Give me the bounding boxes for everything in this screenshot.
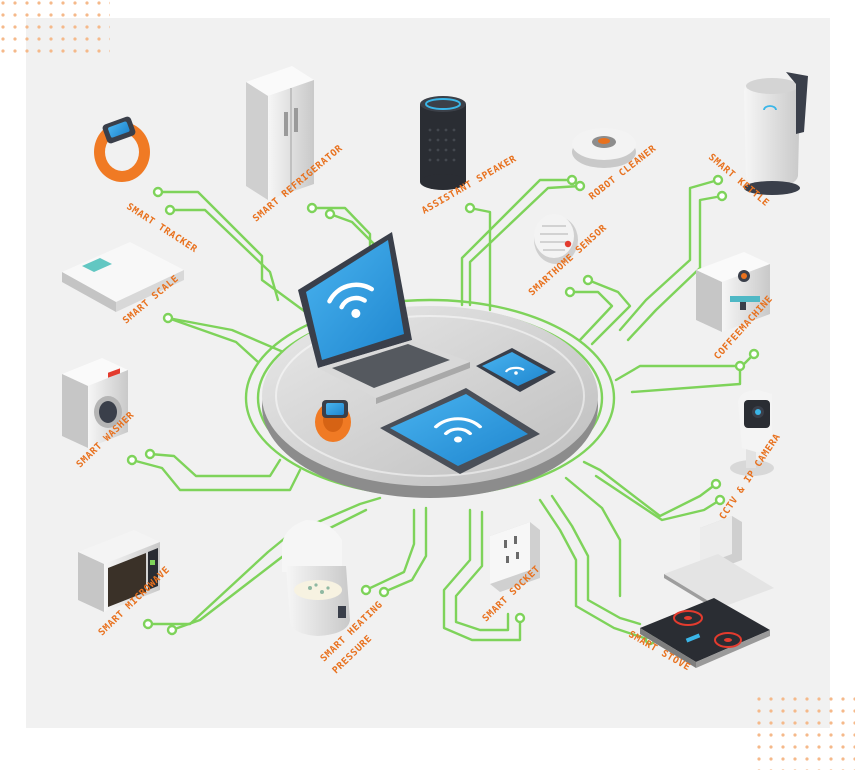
device-smarthome-sensor [534,214,578,264]
wifi-icon [327,282,375,318]
smartwatch-icon [315,400,351,442]
induction-stove-icon [640,598,770,668]
decor-dots-bottom-right [755,690,855,770]
device-smart-kettle [744,72,808,195]
device-smart-tracker [94,116,150,182]
smart-speaker-icon [420,96,466,190]
device-smart-washer [62,358,128,448]
power-socket-icon [490,522,540,592]
device-smart-microwave [78,530,160,612]
device-coffeemachine [696,252,770,332]
microwave-icon [78,530,160,612]
central-hub [262,232,598,498]
range-hood-icon [664,516,774,612]
kettle-icon [744,72,808,195]
refrigerator-icon [246,66,314,200]
washing-machine-icon [62,358,128,448]
device-assistant-speaker [420,96,466,190]
device-smart-scale [62,242,184,312]
device-smart-heating-pressure [282,520,350,636]
coffee-machine-icon [696,252,770,332]
security-camera-icon [730,390,774,476]
robot-vacuum-icon [572,128,636,168]
device-smart-socket [490,522,540,592]
device-smart-stove [640,516,774,668]
device-smart-refrigerator [246,66,314,200]
smoke-sensor-icon [534,214,578,264]
device-robot-cleaner [572,128,636,168]
smartphone-icon [476,348,556,392]
laptop-icon [298,232,470,404]
tablet-icon [380,388,540,474]
pressure-cooker-icon [282,520,350,636]
decor-dots-top-left [0,0,110,58]
fitness-band-icon [94,116,150,182]
device-cctv-ip-camera [730,390,774,476]
bathroom-scale-icon [62,242,184,312]
